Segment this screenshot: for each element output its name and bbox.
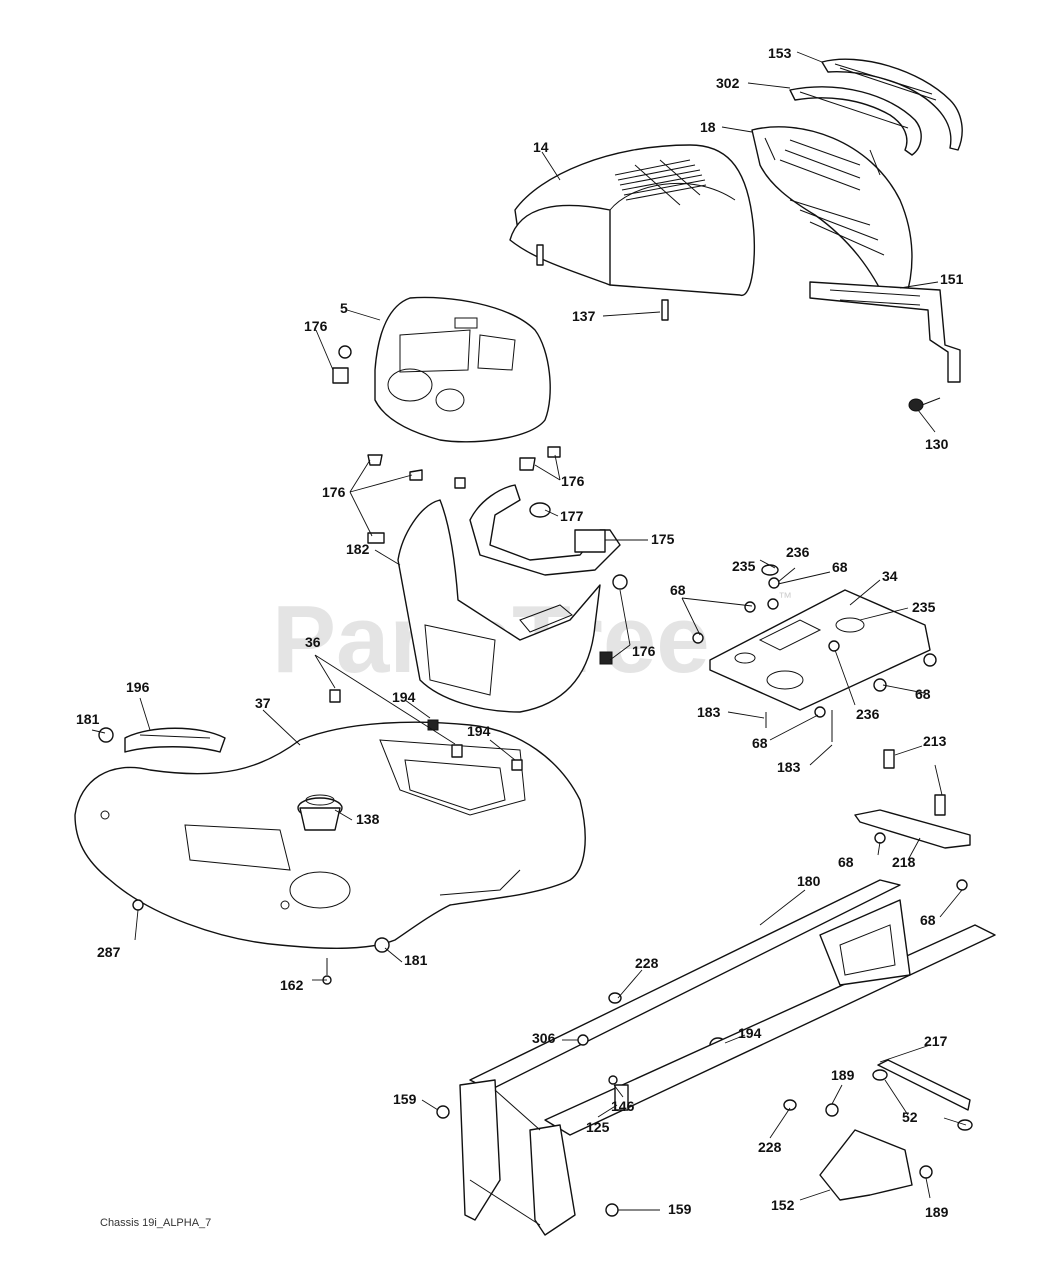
callout-label: 176 — [304, 318, 328, 334]
part-159-bolts[interactable] — [436, 1105, 619, 1217]
callout-label: 159 — [668, 1201, 692, 1217]
callout-label: 36 — [305, 634, 321, 650]
callout-label: 217 — [924, 1033, 948, 1049]
part-218-bracket[interactable] — [854, 809, 971, 849]
callout-label: 182 — [346, 541, 370, 557]
callout-label: 34 — [882, 568, 898, 584]
callout-label: 68 — [670, 582, 686, 598]
callout-label: 306 — [532, 1030, 556, 1046]
callout-label: 37 — [255, 695, 271, 711]
part-153-top-trim[interactable] — [821, 58, 963, 151]
callout-label: 138 — [356, 811, 380, 827]
part-152-shield[interactable] — [819, 1129, 913, 1201]
callout-label: 14 — [533, 139, 549, 155]
part-287-screw[interactable] — [132, 899, 144, 911]
part-189-bolts[interactable] — [825, 1103, 933, 1179]
part-176-fasteners[interactable] — [332, 345, 628, 665]
callout-label: 194 — [467, 723, 491, 739]
callout-label: 287 — [97, 944, 121, 960]
callout-label: 151 — [940, 271, 964, 287]
callout-label: 189 — [831, 1067, 855, 1083]
hood-vents — [614, 159, 707, 206]
part-236-nuts[interactable] — [767, 598, 840, 652]
callout-label: 302 — [716, 75, 740, 91]
callout-label: 159 — [393, 1091, 417, 1107]
callout-label: 176 — [561, 473, 585, 489]
callout-label: 68 — [920, 912, 936, 928]
part-302-hood-trim[interactable] — [789, 86, 922, 156]
part-235-washers[interactable] — [761, 564, 779, 576]
callout-label: 68 — [752, 735, 768, 751]
callout-label: 194 — [738, 1025, 762, 1041]
part-5-dashboard[interactable] — [374, 296, 551, 443]
diagram-footer-label: Chassis 19i_ALPHA_7 — [100, 1217, 211, 1229]
callout-label: 183 — [697, 704, 721, 720]
callout-label: 177 — [560, 508, 584, 524]
part-306-nut[interactable] — [577, 1034, 589, 1046]
callout-label: 235 — [912, 599, 936, 615]
part-151-bracket[interactable] — [809, 281, 961, 383]
callout-label: 228 — [758, 1139, 782, 1155]
part-183-bolts[interactable] — [765, 710, 833, 742]
part-175-dash-bracket[interactable] — [469, 484, 621, 576]
callout-label: 236 — [856, 706, 880, 722]
callout-label: 68 — [838, 854, 854, 870]
callout-label: 181 — [76, 711, 100, 727]
part-37-footrest-pan[interactable] — [74, 721, 586, 949]
callout-label: 213 — [923, 733, 947, 749]
leader-lines — [91, 51, 967, 1211]
callout-label: 176 — [322, 484, 346, 500]
callout-label: 175 — [651, 531, 675, 547]
callout-label: 194 — [392, 689, 416, 705]
callout-label: 181 — [404, 952, 428, 968]
part-180-chassis-frame[interactable] — [459, 879, 996, 1236]
part-18-front-grille[interactable] — [751, 126, 913, 306]
callout-label: 180 — [797, 873, 821, 889]
callout-label: 196 — [126, 679, 150, 695]
callout-label: 235 — [732, 558, 756, 574]
part-36-bolts[interactable] — [329, 689, 463, 758]
callout-label: 189 — [925, 1204, 949, 1220]
callout-label: 125 — [586, 1119, 610, 1135]
callout-label: 130 — [925, 436, 949, 452]
callout-label: 52 — [902, 1109, 918, 1125]
part-196-trim-panel[interactable] — [124, 727, 226, 753]
part-130-bolt[interactable] — [908, 397, 941, 412]
part-137-hood-pins[interactable] — [536, 244, 669, 321]
part-182-lower-console[interactable] — [397, 499, 601, 713]
callout-label: 5 — [340, 300, 348, 316]
part-228-bolts[interactable] — [608, 992, 797, 1111]
callout-label: 183 — [777, 759, 801, 775]
part-213-bolts[interactable] — [883, 749, 946, 816]
watermark-trademark: ™ — [778, 589, 792, 605]
callout-label: 68 — [832, 559, 848, 575]
callout-label: 162 — [280, 977, 304, 993]
part-217-rod[interactable] — [877, 1059, 971, 1111]
part-138-shift-boot[interactable] — [297, 794, 343, 831]
callout-label: 18 — [700, 119, 716, 135]
callout-labels: 153 302 18 14 151 137 130 5 176 176 176 … — [76, 45, 964, 1220]
callout-label: 236 — [786, 544, 810, 560]
callout-label: 152 — [771, 1197, 795, 1213]
part-14-hood[interactable] — [509, 144, 756, 296]
callout-label: 176 — [632, 643, 656, 659]
callout-label: 153 — [768, 45, 792, 61]
part-68-bolts[interactable] — [692, 577, 968, 891]
callout-label: 228 — [635, 955, 659, 971]
callout-label: 137 — [572, 308, 596, 324]
callout-label: 218 — [892, 854, 916, 870]
part-177-clip[interactable] — [529, 502, 551, 518]
callout-label: 68 — [915, 686, 931, 702]
part-34-mounting-plate[interactable] — [709, 589, 931, 711]
callout-label: 146 — [611, 1098, 635, 1114]
part-146-screw[interactable] — [608, 1075, 618, 1085]
